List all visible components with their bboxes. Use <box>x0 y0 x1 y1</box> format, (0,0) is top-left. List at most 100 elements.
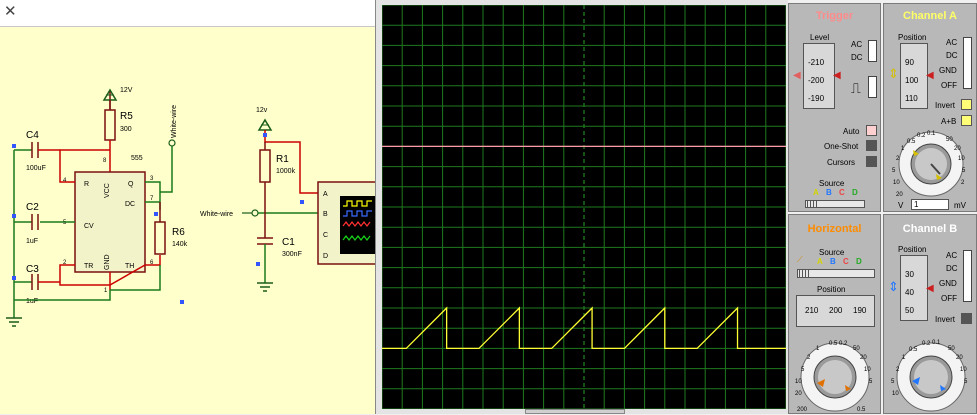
supply-terminal-right[interactable] <box>257 118 318 194</box>
ic-pin-dc: DC <box>125 201 135 208</box>
channel-a-unit-v: V <box>898 201 904 210</box>
horizontal-position-tick-1: 210 <box>805 306 819 315</box>
ic-pin-num-8: 8 <box>103 158 107 164</box>
resistor-r1[interactable] <box>259 142 271 212</box>
wire-terminal-left[interactable] <box>168 139 176 147</box>
trigger-coupling-switch[interactable] <box>868 40 877 62</box>
scope-display[interactable] <box>381 4 787 410</box>
ground-right[interactable] <box>257 282 273 292</box>
horizontal-dial-tick-7: 5 <box>801 367 805 373</box>
channel-a-value-field[interactable]: 1 <box>911 199 949 210</box>
channel-b-dial-tick-4: 50 <box>948 346 955 352</box>
horizontal-position-tick-2: 200 <box>829 306 843 315</box>
scope-input-a: A <box>323 191 328 198</box>
channel-a-invert-button[interactable] <box>961 99 972 110</box>
capacitor-c4[interactable] <box>14 142 60 158</box>
channel-a-volts-dial[interactable]: 0.2 0.1 0.5 50 1 20 2 10 5 5 10 2 20 <box>884 126 977 200</box>
trigger-source-b[interactable]: B <box>826 188 832 197</box>
horizontal-dial-tick-8: 10 <box>864 367 871 373</box>
capacitor-c2[interactable] <box>14 214 39 230</box>
trigger-source-slider[interactable] <box>805 200 865 208</box>
channel-b-coupling-gnd: GND <box>939 279 957 288</box>
capacitor-c3[interactable] <box>14 274 60 290</box>
horizontal-source-d[interactable]: D <box>856 257 862 266</box>
horizontal-source-slider-thumb[interactable] <box>799 270 811 277</box>
horizontal-position-wheel[interactable]: 210 200 190 <box>796 295 875 327</box>
channel-b-invert-button[interactable] <box>961 313 972 324</box>
trigger-oneshot-button[interactable] <box>866 140 877 151</box>
ic-pin-cv: CV <box>84 223 94 230</box>
horizontal-dial-tick-10: 5 <box>869 379 873 385</box>
ic-555[interactable] <box>74 171 146 273</box>
horizontal-source-a[interactable]: A <box>817 257 823 266</box>
scope-input-c: C <box>323 232 328 239</box>
resistor-r5[interactable] <box>104 100 116 172</box>
channel-a-position-label: Position <box>898 33 927 42</box>
horizontal-panel: Horizontal Source ⟋ A B C D Position 210… <box>788 214 881 414</box>
trigger-cursors-button[interactable] <box>866 156 877 167</box>
trigger-source-a[interactable]: A <box>813 188 819 197</box>
channel-b-coupling-switch[interactable] <box>963 250 972 302</box>
scope-traces <box>382 145 786 350</box>
r6-value: 140k <box>172 241 188 248</box>
trigger-edge-switch[interactable] <box>868 76 877 98</box>
trigger-coupling-dc: DC <box>851 53 863 62</box>
capacitor-c1[interactable] <box>257 212 273 283</box>
channel-a-dial-tick-1: 0.2 <box>917 133 926 139</box>
r5-value: 300 <box>120 126 132 133</box>
channel-a-aplusb-button[interactable] <box>961 115 972 126</box>
channel-b-position-tick-3: 50 <box>905 306 914 315</box>
channel-a-dial-tick-13: 20 <box>896 192 903 198</box>
trigger-source-slider-thumb[interactable] <box>807 201 819 207</box>
ground-left[interactable] <box>6 150 111 327</box>
channel-b-panel: Channel B Position 30 40 50 ⇕ ◀ AC DC GN… <box>883 214 977 414</box>
scope-input-b: B <box>323 211 328 218</box>
scope-scrollbar[interactable] <box>525 409 625 414</box>
resistor-r6[interactable] <box>154 202 166 255</box>
r5-name: R5 <box>120 111 133 122</box>
wire-terminal-right[interactable] <box>242 209 318 217</box>
channel-a-coupling-switch[interactable] <box>963 37 972 89</box>
ic-pin-num-7: 7 <box>150 196 154 202</box>
channel-b-coupling-dc: DC <box>946 264 958 273</box>
trigger-source-d[interactable]: D <box>852 188 858 197</box>
channel-a-coupling-off: OFF <box>941 81 957 90</box>
channel-b-position-marker-icon: ◀ <box>926 283 934 294</box>
channel-a-position-wheel[interactable]: 90 100 110 <box>900 43 928 109</box>
channel-b-dial-tick-1: 0.2 <box>922 341 931 347</box>
trigger-source-c[interactable]: C <box>839 188 845 197</box>
trace-sawtooth <box>382 306 786 350</box>
channel-b-volts-dial[interactable]: 0.2 0.1 0.5 50 1 20 2 10 5 5 10 <box>884 335 977 415</box>
schematic-canvas[interactable]: ✕ 12V R5 300 White-wire 555 R CV TR Q DC <box>0 0 375 414</box>
ic-pin-vcc: VCC <box>104 183 111 198</box>
channel-a-position-tick-3: 110 <box>905 94 918 103</box>
trigger-mode-cursors: Cursors <box>827 158 856 167</box>
horizontal-source-c[interactable]: C <box>843 257 849 266</box>
close-icon[interactable]: ✕ <box>4 3 17 20</box>
channel-a-dial-tick-10: 5 <box>962 168 966 174</box>
trigger-level-arrow-right-icon: ◀ <box>833 70 841 81</box>
trigger-level-tick-1: -210 <box>808 58 825 67</box>
horizontal-source-slider[interactable] <box>797 269 875 278</box>
horizontal-dial-tick-13: 0.5 <box>857 407 866 413</box>
horizontal-dial-tick-2: 0.2 <box>839 341 848 347</box>
c4-name: C4 <box>26 130 39 141</box>
oscilloscope-symbol[interactable] <box>317 181 375 265</box>
channel-a-dial-tick-4: 50 <box>946 137 953 143</box>
horizontal-timebase-dial[interactable]: 0.5 0.2 1 50 2 20 5 10 10 5 20 200 0.5 <box>789 335 882 415</box>
trigger-auto-button[interactable] <box>866 125 877 136</box>
channel-b-position-wheel[interactable]: 30 40 50 <box>900 255 928 321</box>
horizontal-source-b[interactable]: B <box>830 257 836 266</box>
trigger-level-wheel[interactable]: -210 -200 -190 <box>803 43 835 109</box>
supply-label-right: 12v <box>256 107 268 114</box>
channel-a-invert-label: Invert <box>935 101 956 110</box>
ic-pin-gnd: GND <box>104 254 111 270</box>
r1-value: 1000k <box>276 168 296 175</box>
horizontal-dial-tick-5: 2 <box>807 355 811 361</box>
schematic-drawing: 12V R5 300 White-wire 555 R CV TR Q DC T… <box>6 87 375 327</box>
trigger-panel: Trigger Level -210 -200 -190 ◀ ◀ AC DC ⎍… <box>788 3 881 212</box>
channel-a-position-marker-icon: ◀ <box>926 70 934 81</box>
channel-a-dial-tick-7: 2 <box>896 156 900 162</box>
channel-a-dial-tick-12: 2 <box>961 180 965 186</box>
channel-b-dial-tick-9: 5 <box>891 379 895 385</box>
